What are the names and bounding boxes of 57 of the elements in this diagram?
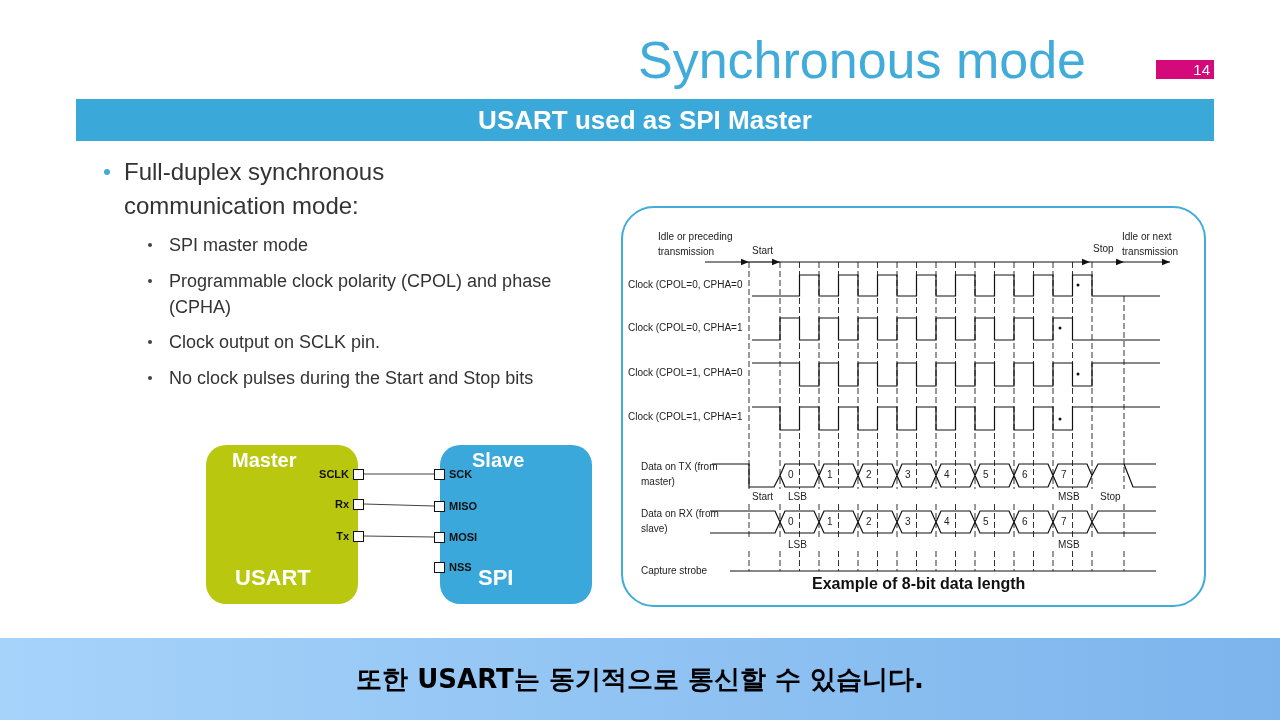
slide-title: Synchronous mode xyxy=(638,30,1087,90)
pin-label: NSS xyxy=(449,561,472,573)
timing-label: Start xyxy=(752,491,774,503)
bullet-text: No clock pulses during the Start and Stop bits xyxy=(169,367,535,390)
bullet-text: Clock output on SCLK pin. xyxy=(169,331,382,354)
bit-number: 7 xyxy=(1061,469,1067,481)
page-number: 14 xyxy=(1156,60,1214,79)
bit-number: 5 xyxy=(983,516,989,528)
signal-name: Clock (CPOL=0, CPHA=1 xyxy=(628,322,743,334)
bullet-text: Programmable clock polarity (CPOL) and phase (CPHA) xyxy=(169,270,553,319)
signal-name: Data on TX (from master) xyxy=(641,460,719,489)
signal-name: Capture strobe xyxy=(641,565,708,577)
bit-number: 4 xyxy=(944,469,950,481)
signal-name: Clock (CPOL=0, CPHA=0 xyxy=(628,279,743,291)
signal-name: Clock (CPOL=1, CPHA=1 xyxy=(628,411,743,423)
bit-number: 0 xyxy=(788,516,794,528)
pin-label: Tx xyxy=(336,530,349,542)
diagram-caption: Example of 8-bit data length xyxy=(812,575,1026,593)
bit-number: 4 xyxy=(944,516,950,528)
bit-label: MSB xyxy=(1058,491,1080,503)
timing-label: Idle or next transmission xyxy=(1122,230,1180,259)
bit-label: LSB xyxy=(788,539,807,551)
bit-number: 2 xyxy=(866,469,872,481)
bullet-text: Full-duplex synchronous communication mode: xyxy=(124,157,386,221)
pin-label: Rx xyxy=(334,498,349,510)
bit-number: 5 xyxy=(983,469,989,481)
block-label: SPI xyxy=(478,565,514,591)
bit-number: 0 xyxy=(788,469,794,481)
bit-label: LSB xyxy=(788,491,807,503)
timing-label: Start xyxy=(752,245,774,257)
pin-label: MOSI xyxy=(449,531,478,543)
pin-label: SCK xyxy=(449,468,473,480)
timing-label: Stop xyxy=(1093,243,1114,255)
bit-number: 7 xyxy=(1061,516,1067,528)
block-title: Master xyxy=(232,449,297,472)
signal-name: Clock (CPOL=1, CPHA=0 xyxy=(628,367,743,379)
timing-label: Idle or preceding transmission xyxy=(658,230,734,259)
block-label: USART xyxy=(235,565,311,591)
bit-number: 6 xyxy=(1022,516,1028,528)
bit-number: 1 xyxy=(827,469,833,481)
bit-number: 1 xyxy=(827,516,833,528)
pin-label: MISO xyxy=(449,500,478,512)
bit-number: 3 xyxy=(905,469,911,481)
pin-label: SCLK xyxy=(319,468,349,480)
timing-label: Stop xyxy=(1100,491,1121,503)
connection-line xyxy=(363,503,435,507)
bit-number: 2 xyxy=(866,516,872,528)
signal-name: Data on RX (from slave) xyxy=(641,507,719,536)
bit-number: 3 xyxy=(905,516,911,528)
section-banner: USART used as SPI Master xyxy=(76,99,1214,141)
block-title: Slave xyxy=(472,449,525,472)
bit-number: 6 xyxy=(1022,469,1028,481)
bullet-text: SPI master mode xyxy=(169,234,310,257)
connection-line xyxy=(363,535,435,538)
subtitle-text: 또한 USART는 동기적으로 통신할 수 있습니다. xyxy=(356,662,924,696)
bit-label: MSB xyxy=(1058,539,1080,551)
connection-line xyxy=(363,473,435,475)
